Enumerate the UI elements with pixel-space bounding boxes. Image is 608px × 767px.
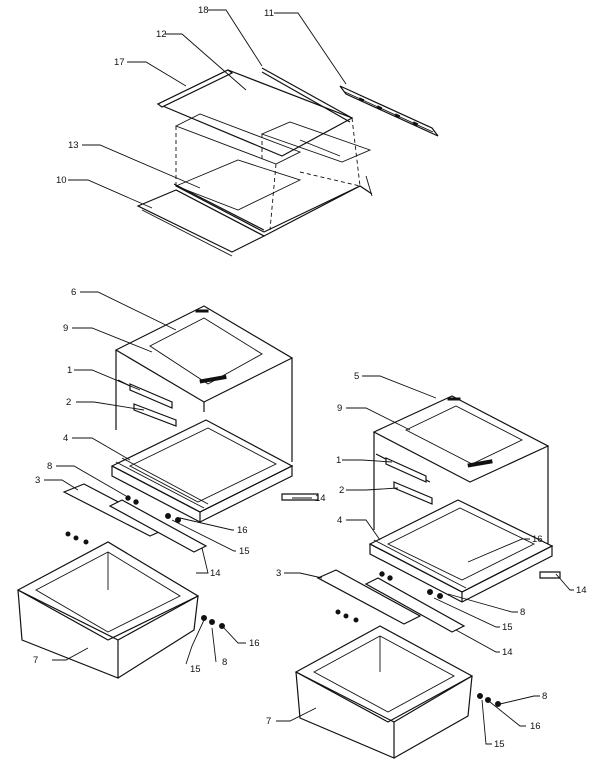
callout-13: 13 — [68, 140, 79, 151]
callout-left-8b: 8 — [222, 657, 227, 668]
callout-right-15: 15 — [502, 622, 513, 633]
left-drawer-assembly — [16, 305, 319, 679]
callout-left-1: 1 — [67, 365, 72, 376]
callout-left-3: 3 — [35, 475, 40, 486]
callout-right-5: 5 — [354, 371, 359, 382]
callout-left-15: 15 — [239, 546, 250, 557]
side-rail-11 — [339, 85, 439, 137]
callout-right-16b: 16 — [530, 721, 541, 732]
rear-trim-18 — [261, 67, 353, 119]
callout-left-2: 2 — [66, 397, 71, 408]
callout-left-15b: 15 — [190, 664, 201, 675]
callout-right-15b: 15 — [494, 739, 505, 750]
callout-labels: 18 12 11 17 13 10 6 9 1 2 4 8 3 14 16 15… — [33, 5, 587, 750]
crisper-frame-13 — [174, 159, 302, 211]
rail-slots — [358, 97, 419, 127]
callout-left-14b: 14 — [210, 568, 221, 579]
callout-right-1: 1 — [336, 455, 341, 466]
callout-left-4: 4 — [63, 433, 68, 444]
callout-left-7: 7 — [33, 655, 38, 666]
callout-right-2: 2 — [339, 485, 344, 496]
callout-left-16b: 16 — [249, 638, 260, 649]
left-slide-1 — [129, 383, 173, 409]
callout-left-8: 8 — [47, 461, 52, 472]
callout-right-8: 8 — [520, 607, 525, 618]
right-slide-2 — [393, 481, 433, 505]
callout-right-14a: 14 — [576, 585, 587, 596]
callout-12: 12 — [156, 29, 167, 40]
callout-17: 17 — [114, 57, 125, 68]
cover-frame — [174, 113, 302, 165]
callout-right-9: 9 — [337, 403, 342, 414]
top-cover-assembly — [136, 67, 439, 257]
callout-left-14a: 14 — [315, 493, 326, 504]
callout-right-16: 16 — [532, 534, 543, 545]
fastener — [125, 495, 131, 501]
callout-11: 11 — [264, 8, 274, 19]
right-drawer-assembly — [294, 395, 561, 759]
left-frame-4 — [110, 419, 294, 513]
callout-left-16: 16 — [237, 525, 248, 536]
right-drawer-7 — [294, 625, 474, 723]
callout-right-3: 3 — [276, 568, 281, 579]
right-frame-4 — [368, 499, 554, 593]
left-rail-14b — [108, 499, 208, 553]
callout-right-4: 4 — [337, 515, 342, 526]
callout-right-7: 7 — [266, 716, 271, 727]
left-rail-14a — [281, 493, 319, 501]
callout-left-9: 9 — [63, 323, 68, 334]
right-rail-14b — [364, 577, 466, 633]
right-front-panel-3 — [316, 569, 422, 625]
front-trim-17 — [156, 69, 234, 108]
callout-18: 18 — [198, 5, 209, 16]
callout-right-14b: 14 — [502, 647, 513, 658]
glass-panel-12 — [156, 69, 354, 157]
left-cover-6 — [114, 305, 294, 403]
leader-lines — [44, 9, 574, 745]
callout-right-8b: 8 — [542, 691, 547, 702]
callout-left-6: 6 — [71, 287, 76, 298]
callout-10: 10 — [56, 175, 67, 186]
